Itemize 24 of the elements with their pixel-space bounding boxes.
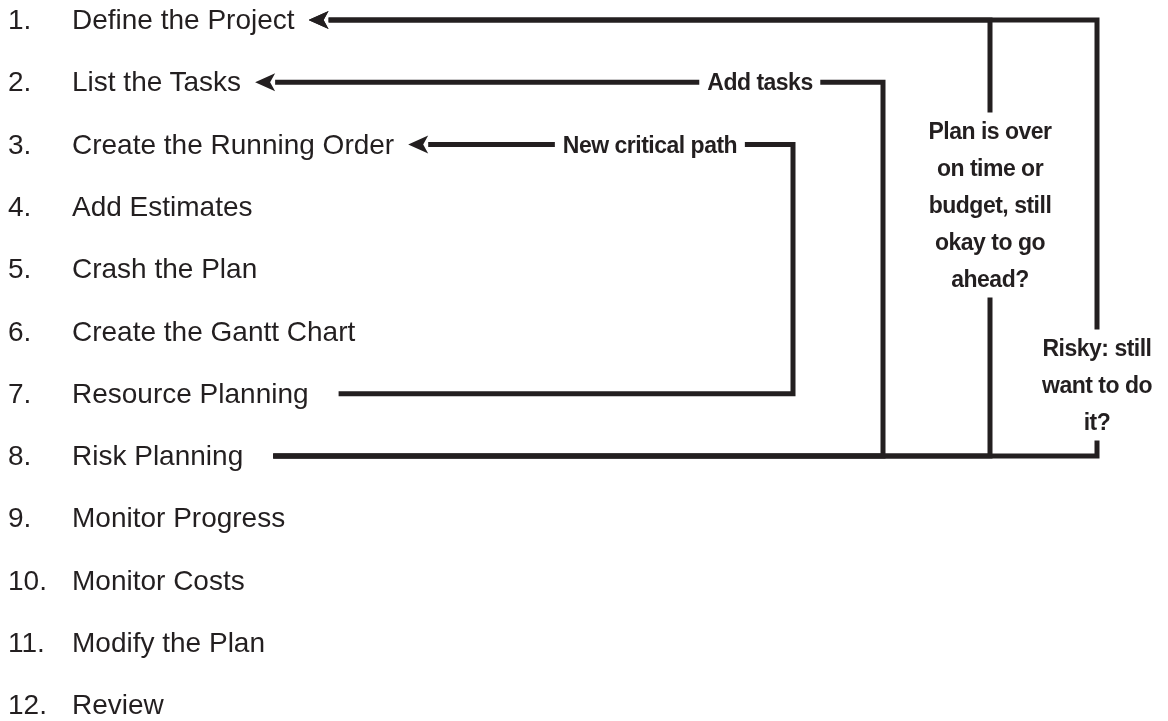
step-number: 10.: [8, 566, 48, 595]
step-title: Monitor Costs: [72, 566, 245, 595]
step-title: Crash the Plan: [72, 255, 258, 284]
step-number: 5.: [8, 255, 33, 284]
step-title: Define the Project: [72, 6, 295, 34]
step-number: 6.: [8, 317, 33, 346]
step-title: Add Estimates: [72, 192, 253, 221]
step-number: 9.: [8, 504, 33, 533]
step-title: List the Tasks: [72, 68, 242, 97]
step-title: Monitor Progress: [72, 504, 286, 533]
step-number: 4.: [8, 192, 33, 221]
step-title: Review: [72, 691, 164, 720]
step-title: Create the Gantt Chart: [72, 317, 356, 346]
step-number: 11.: [8, 629, 46, 657]
step-number: 7.: [8, 379, 33, 408]
step-title: Risk Planning: [72, 442, 244, 471]
step-number: 1.: [8, 6, 33, 34]
step-title: Modify the Plan: [72, 629, 265, 657]
step-number: 12.: [8, 691, 48, 720]
step-number: 2.: [8, 68, 33, 97]
step-number: 3.: [8, 130, 33, 159]
step-title: Create the Running Order: [72, 130, 395, 159]
step-number: 8.: [8, 442, 33, 471]
step-title: Resource Planning: [72, 379, 309, 408]
